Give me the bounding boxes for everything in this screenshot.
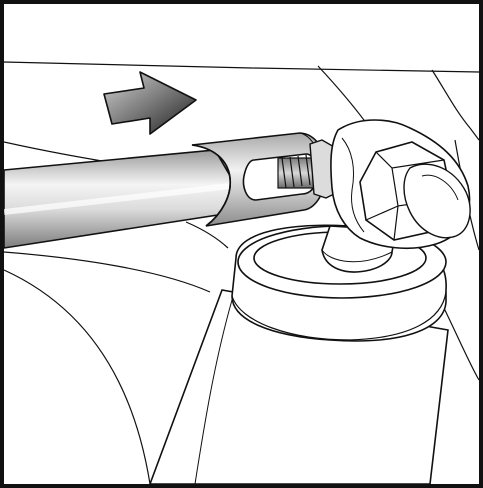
- hex-nut: [359, 141, 471, 241]
- illustration-canvas: [4, 61, 479, 484]
- tie-rod-tube: [4, 149, 252, 249]
- direction-arrow: [103, 71, 197, 135]
- background-lines: [4, 61, 479, 484]
